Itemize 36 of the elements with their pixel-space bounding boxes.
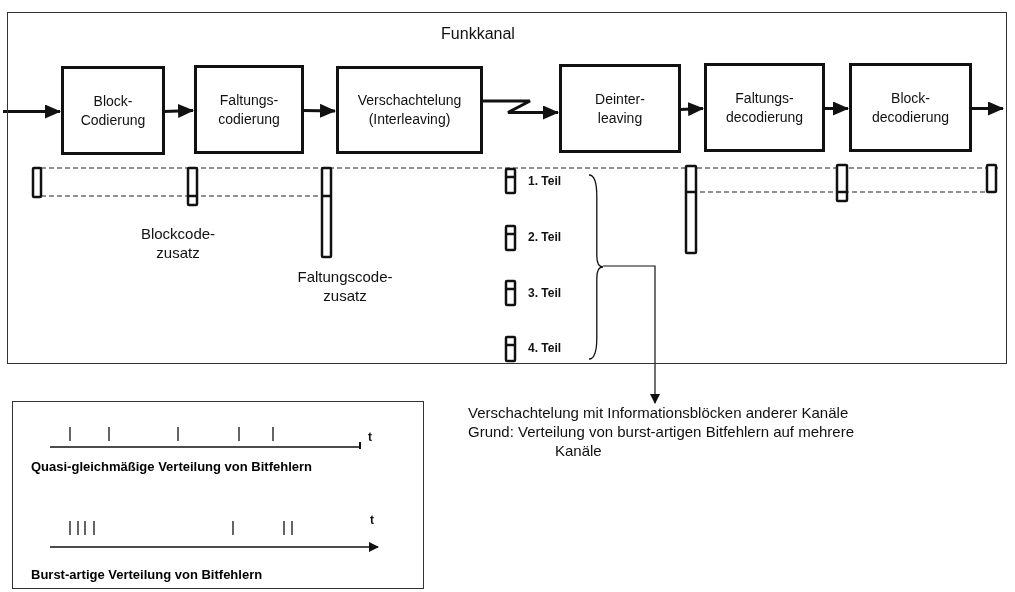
leader-arrow (602, 265, 660, 404)
process-box (704, 63, 825, 152)
block-label: Faltungscode- zusatz (296, 267, 394, 305)
part-label: 1. Teil (528, 173, 563, 190)
box-label: Block- Codierung (79, 91, 147, 130)
note-heading: Verschachtelung mit Informationsblöcken anderer Kanäle (468, 403, 850, 422)
flow-arrow (679, 102, 704, 117)
frame-title: Funkkanal (440, 24, 516, 43)
timeline-caption: Burst-artige Verteilung von Bitfehlern (31, 567, 263, 582)
flow-arrow (3, 104, 61, 119)
process-box (849, 63, 972, 152)
part-label: 3. Teil (528, 285, 563, 302)
curly-brace (588, 174, 604, 360)
flow-arrow (971, 101, 1004, 116)
process-box (559, 64, 681, 153)
flow-arrow (482, 99, 559, 120)
flow-arrow (302, 103, 336, 118)
axis-label: t (368, 429, 373, 446)
axis-label: t (370, 512, 375, 529)
channel-frame (7, 12, 1007, 364)
box-label: Faltungs- decodierung (724, 88, 805, 127)
part-label: 4. Teil (528, 340, 563, 357)
flow-arrow (824, 101, 849, 116)
block-label: Blockcode- zusatz (139, 224, 217, 262)
process-box (336, 66, 483, 154)
box-label: Block- decodierung (870, 88, 951, 127)
box-label: Faltungs- codierung (217, 90, 281, 129)
timeline-caption: Quasi-gleichmäßige Verteilung von Bitfehlern (31, 459, 312, 474)
flow-arrow (163, 104, 194, 118)
process-box (61, 66, 165, 155)
legend-panel (12, 401, 424, 589)
process-box (194, 65, 304, 154)
reason-text: Grund: Verteilung von burst-artigen Bitfehlern auf mehrere Kanäle (468, 422, 856, 460)
box-label: Verschachtelung (Interleaving) (356, 91, 463, 129)
box-label: Deinter- leaving (594, 89, 646, 128)
part-label: 2. Teil (528, 229, 563, 246)
